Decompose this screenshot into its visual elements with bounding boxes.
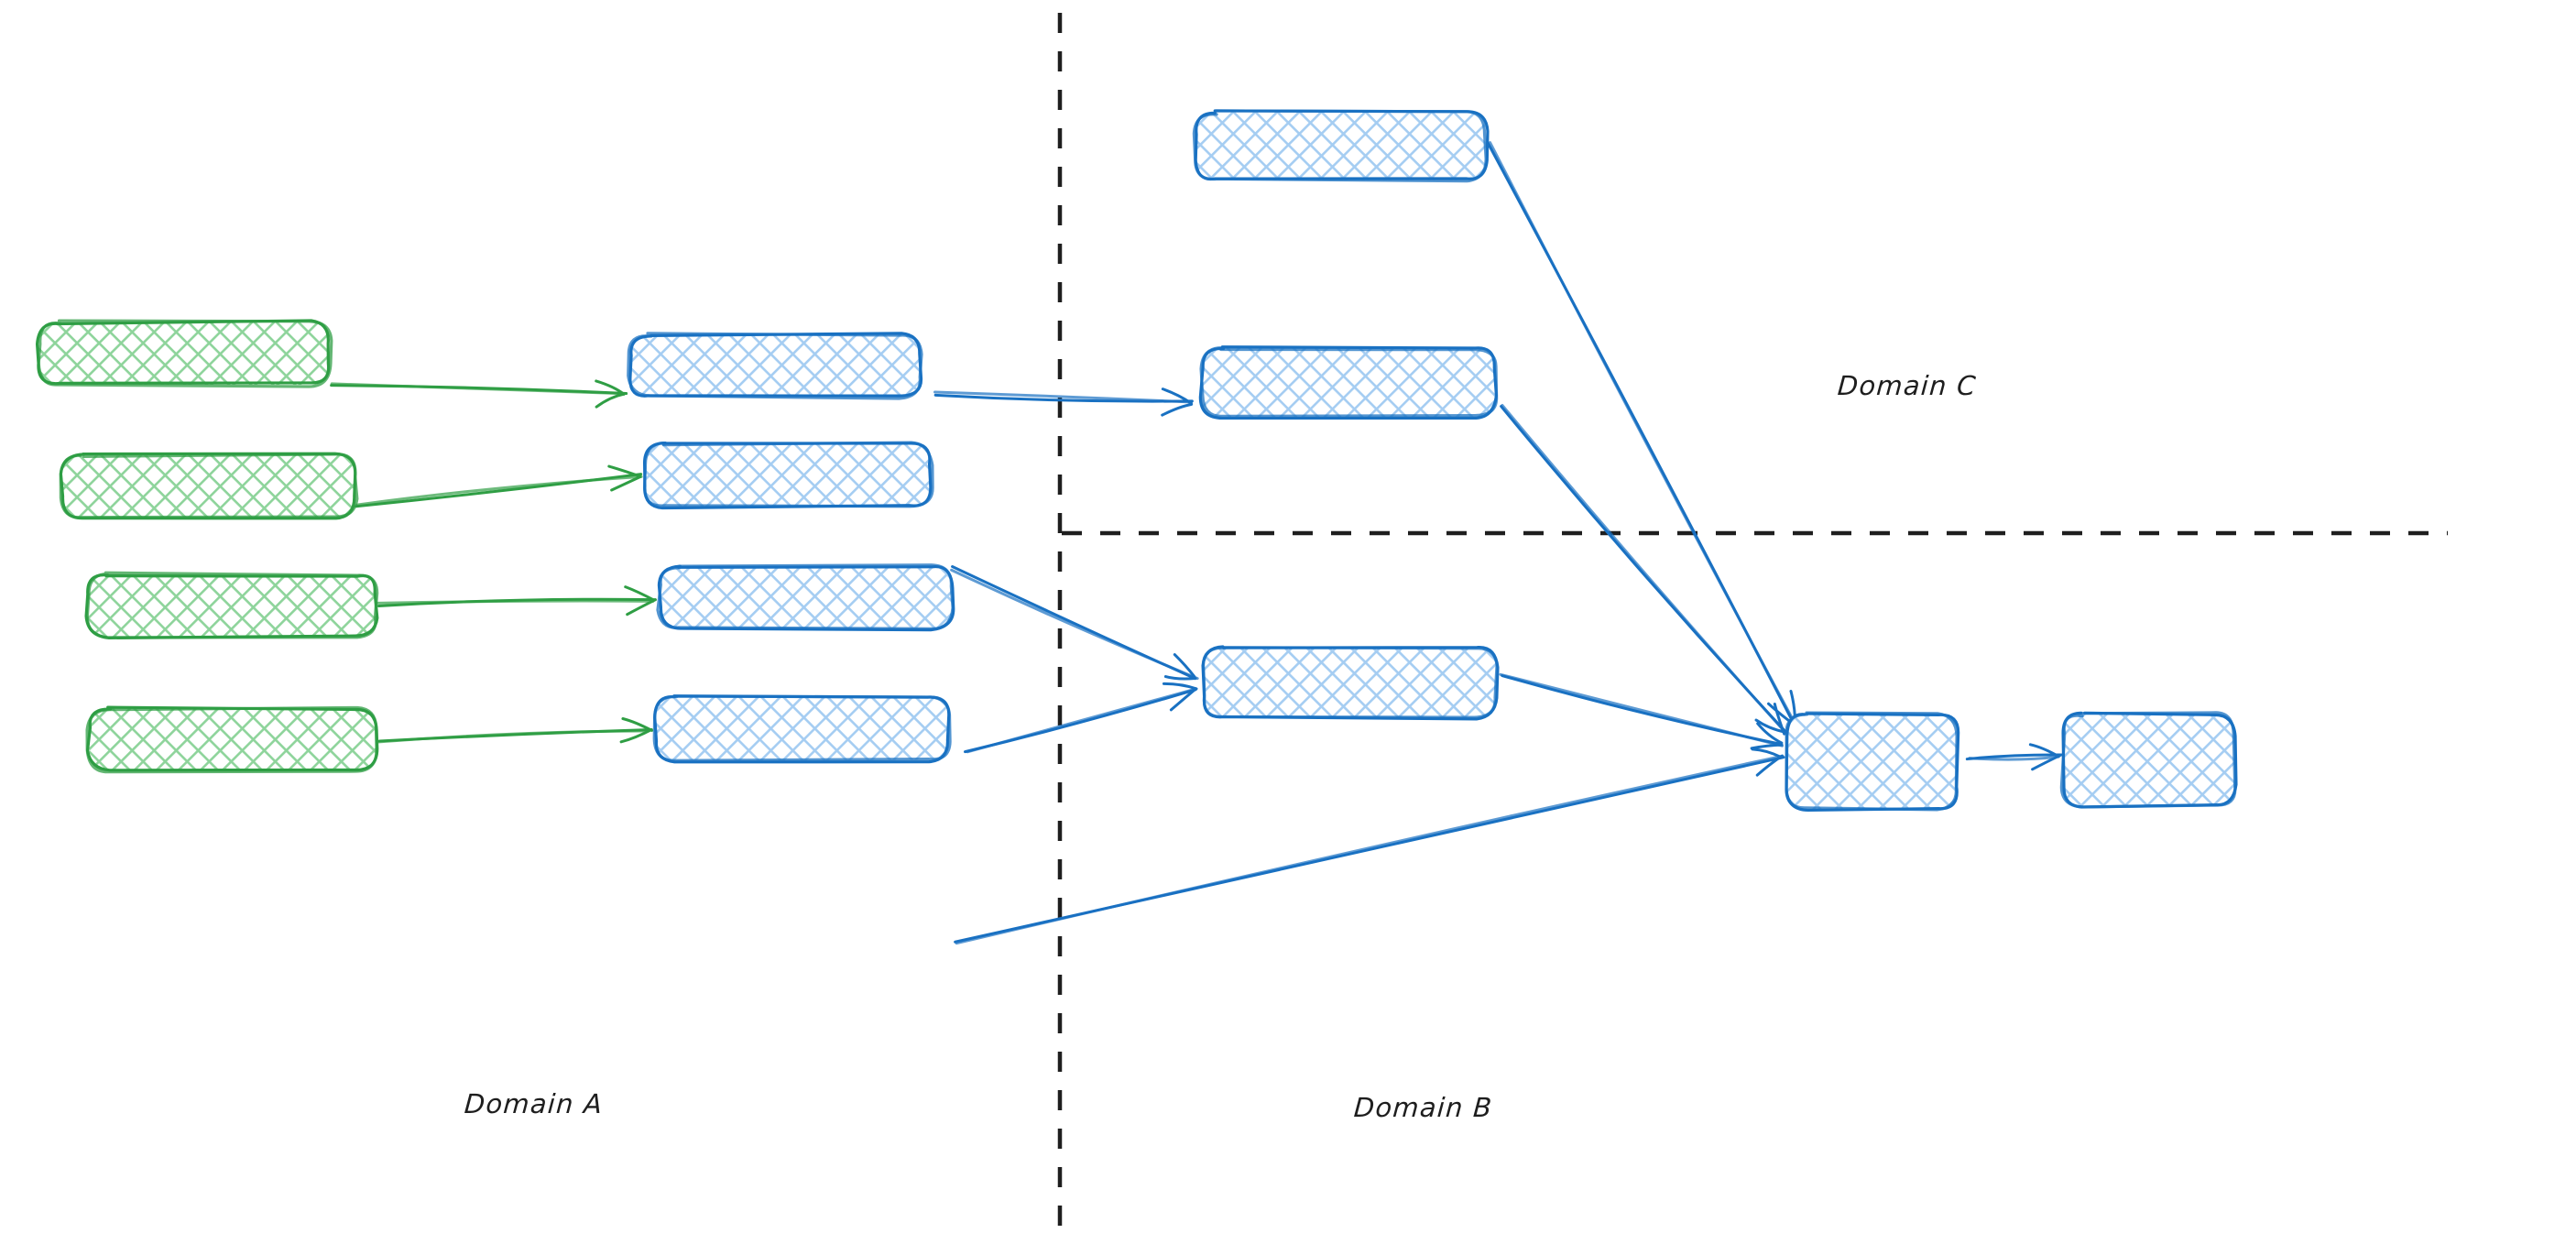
node-a-proc-2[interactable] — [642, 441, 934, 510]
edge-a-proc-2-to-b-node-1[interactable] — [950, 565, 1199, 681]
edge-a-src-2-to-a-proc-2[interactable] — [355, 464, 643, 508]
edge-arrowhead — [595, 392, 626, 409]
node-outline — [627, 332, 923, 400]
node-outline — [652, 694, 952, 762]
node-outline — [1199, 346, 1499, 418]
edge-shaft — [355, 475, 643, 507]
node-outline — [85, 571, 379, 639]
node-outline — [1192, 109, 1488, 183]
edge-a-src-1-to-a-proc-1[interactable] — [330, 379, 628, 409]
edge-arrowhead — [610, 475, 642, 492]
edge-arrowhead — [619, 727, 653, 744]
node-outline — [37, 319, 333, 388]
edge-arrowhead — [2028, 743, 2060, 758]
edge-arrowhead — [1169, 687, 1197, 712]
edge-arrowhead — [1161, 387, 1193, 405]
node-a-src-4[interactable] — [85, 705, 379, 774]
node-outline — [1785, 711, 1959, 812]
node-fill — [86, 574, 377, 638]
edge-shaft — [950, 568, 1199, 681]
node-outline — [1202, 646, 1499, 719]
edge-arrowhead — [1161, 402, 1194, 417]
edge-shaft — [1968, 755, 2060, 761]
edge-arrowhead — [1751, 748, 1783, 758]
edge-shaft — [1499, 672, 1784, 748]
edge-arrowhead — [1750, 743, 1784, 750]
edge-shaft — [1489, 141, 1796, 726]
edge-c-node-2-to-b-sink[interactable] — [1500, 403, 1788, 736]
node-a-src-1[interactable] — [35, 319, 333, 388]
edge-b-sink-to-b-output[interactable] — [1965, 743, 2063, 771]
node-fill — [1202, 646, 1497, 718]
node-b-sink[interactable] — [1785, 711, 1960, 813]
node-a-proc-1[interactable] — [627, 332, 923, 400]
edge-arrowhead — [1163, 675, 1197, 681]
edge-a-src-4-to-a-proc-4[interactable] — [376, 717, 654, 744]
node-fill — [629, 333, 922, 397]
edge-arrowhead — [1756, 722, 1784, 745]
node-outline — [2059, 711, 2237, 809]
node-fill — [1201, 347, 1496, 418]
node-a-src-2[interactable] — [59, 452, 359, 520]
edge-a-src-3-to-a-proc-3[interactable] — [376, 585, 657, 617]
node-fill — [38, 322, 331, 386]
edge-shaft — [955, 754, 1785, 945]
edge-shaft — [376, 729, 650, 744]
node-fill — [643, 443, 932, 507]
domain-dividers — [1057, 13, 2448, 1242]
edge-shaft — [1501, 403, 1787, 735]
node-fill — [62, 454, 356, 518]
node-fill — [89, 707, 377, 771]
node-fill — [1785, 714, 1959, 810]
node-fill — [2062, 714, 2236, 807]
edge-arrowhead — [1162, 682, 1198, 691]
edge-arrowhead — [621, 717, 654, 732]
edge-a-proc-4-to-b-sink[interactable] — [954, 748, 1785, 945]
node-a-proc-3[interactable] — [656, 563, 955, 632]
domain-b-label: Domain B — [1352, 1092, 1494, 1123]
edge-arrowhead — [624, 585, 656, 602]
edge-arrowhead — [595, 379, 626, 396]
domain-a-label: Domain A — [463, 1088, 605, 1119]
edge-arrowhead — [607, 464, 641, 478]
node-fill — [1195, 112, 1487, 180]
edges-layer — [330, 141, 2063, 945]
edge-arrowhead — [1773, 703, 1786, 736]
node-c-node-2[interactable] — [1198, 345, 1499, 420]
edge-arrowhead — [626, 598, 657, 617]
nodes-layer — [35, 109, 2238, 813]
node-c-node-1[interactable] — [1192, 109, 1490, 183]
node-outline — [59, 453, 359, 519]
edge-c-node-1-to-b-sink[interactable] — [1486, 141, 1796, 726]
node-outline — [642, 441, 934, 508]
node-fill — [659, 565, 954, 628]
edge-shaft — [966, 688, 1195, 754]
node-outline — [656, 563, 955, 630]
edge-shaft — [376, 599, 655, 605]
node-fill — [654, 695, 950, 760]
edge-a-proc-3-to-b-node-1[interactable] — [964, 682, 1198, 754]
edge-a-proc-1-to-c-node-2[interactable] — [933, 387, 1194, 417]
edge-shaft — [933, 390, 1193, 404]
node-a-src-3[interactable] — [84, 571, 379, 640]
edge-shaft — [330, 382, 625, 396]
node-outline — [85, 705, 378, 774]
node-b-output[interactable] — [2059, 711, 2238, 809]
edge-b-node-1-to-b-sink[interactable] — [1499, 672, 1784, 750]
edge-arrowhead — [1173, 653, 1196, 679]
node-a-proc-4[interactable] — [652, 694, 952, 764]
node-b-node-1[interactable] — [1201, 645, 1500, 721]
node-outline — [35, 319, 331, 386]
domain-c-label: Domain C — [1836, 370, 1978, 401]
